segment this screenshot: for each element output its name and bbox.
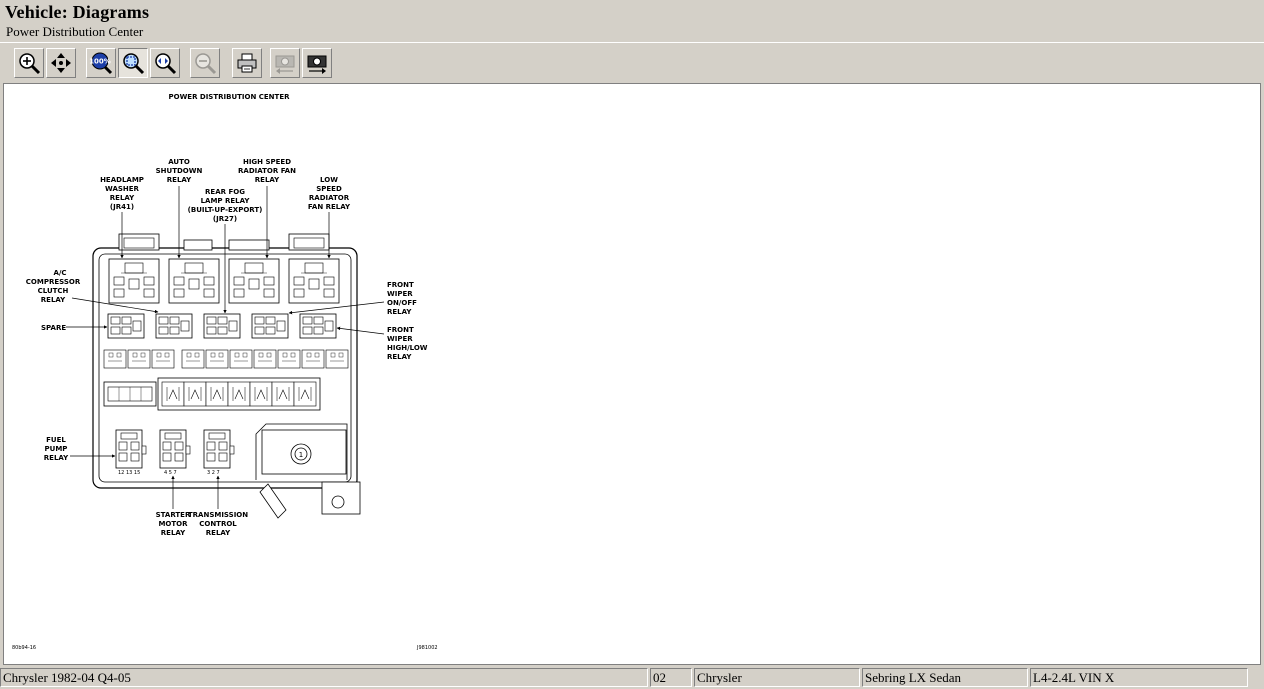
svg-text:FAN RELAY: FAN RELAY [308, 203, 351, 211]
svg-text:CONTROL: CONTROL [199, 520, 237, 528]
label-front-wiper-onoff-relay: FRONT WIPER ON/OFF RELAY [288, 281, 417, 316]
status-model: Sebring LX Sedan [862, 668, 1028, 687]
svg-text:HIGH SPEED: HIGH SPEED [243, 158, 291, 166]
svg-text:SPEED: SPEED [316, 185, 342, 193]
label-fuel-pump-relay: FUEL PUMP RELAY [44, 436, 116, 462]
svg-text:FUEL: FUEL [46, 436, 66, 444]
svg-text:WASHER: WASHER [105, 185, 140, 193]
svg-text:LAMP RELAY: LAMP RELAY [201, 197, 251, 205]
zoom-out-button[interactable] [190, 48, 220, 78]
title-bar: Vehicle: Diagrams Power Distribution Cen… [0, 0, 1264, 42]
svg-text:AUTO: AUTO [168, 158, 190, 166]
status-engine: L4-2.4L VIN X [1030, 668, 1248, 687]
window-subtitle: Power Distribution Center [6, 24, 144, 39]
svg-text:WIPER: WIPER [387, 290, 413, 298]
label-ac-compressor-clutch-relay: A/C COMPRESSOR CLUTCH RELAY [26, 269, 159, 314]
status-year: 02 [650, 668, 692, 687]
zoom-width-button[interactable] [150, 48, 180, 78]
zoom-fit-icon [123, 53, 145, 75]
label-rear-fog-lamp-relay: REAR FOG LAMP RELAY (BUILT-UP-EXPORT) (J… [188, 188, 263, 314]
footnote-right: J981002 [416, 645, 438, 651]
svg-text:RELAY: RELAY [41, 296, 66, 304]
svg-text:PUMP: PUMP [45, 445, 68, 453]
svg-text:LOW: LOW [320, 176, 338, 184]
zoom-width-icon [155, 53, 177, 75]
svg-text:RELAY: RELAY [387, 353, 412, 361]
label-high-speed-radiator-fan-relay: HIGH SPEED RADIATOR FAN RELAY [238, 158, 296, 259]
svg-text:FRONT: FRONT [387, 281, 414, 289]
svg-text:(JR41): (JR41) [110, 203, 134, 211]
svg-text:REAR FOG: REAR FOG [205, 188, 245, 196]
label-low-speed-radiator-fan-relay: LOW SPEED RADIATOR FAN RELAY [308, 176, 351, 259]
label-auto-shutdown-relay: AUTO SHUTDOWN RELAY [156, 158, 203, 259]
svg-text:3 2 7: 3 2 7 [207, 470, 220, 476]
status-bar: Chrysler 1982-04 Q4-05 02 Chrysler Sebri… [0, 667, 1264, 689]
four-way-arrow-icon [51, 53, 71, 73]
svg-text:TRANSMISSION: TRANSMISSION [188, 511, 248, 519]
svg-text:SHUTDOWN: SHUTDOWN [156, 167, 203, 175]
svg-text:RELAY: RELAY [110, 194, 135, 202]
svg-text:(BUILT-UP-EXPORT): (BUILT-UP-EXPORT) [188, 206, 263, 214]
magnifier-plus-icon [19, 53, 41, 75]
svg-text:RELAY: RELAY [206, 529, 231, 537]
svg-text:RADIATOR FAN: RADIATOR FAN [238, 167, 296, 175]
svg-text:RELAY: RELAY [161, 529, 186, 537]
svg-text:RELAY: RELAY [255, 176, 280, 184]
diagram-viewport[interactable]: POWER DISTRIBUTION CENTER [3, 83, 1261, 665]
window-title: Vehicle: Diagrams [5, 2, 150, 22]
camera-forward-icon [307, 55, 327, 74]
svg-text:4 5 7: 4 5 7 [164, 470, 177, 476]
svg-text:CLUTCH: CLUTCH [38, 287, 69, 295]
svg-text:A/C: A/C [53, 269, 66, 277]
svg-text:1: 1 [299, 451, 303, 459]
camera-back-icon [275, 55, 295, 74]
power-distribution-center-diagram: POWER DISTRIBUTION CENTER [12, 93, 438, 651]
svg-text:WIPER: WIPER [387, 335, 413, 343]
svg-text:FRONT: FRONT [387, 326, 414, 334]
svg-text:SPARE: SPARE [41, 324, 66, 332]
footnote-left: 80b94-16 [12, 645, 36, 651]
svg-text:(JR27): (JR27) [213, 215, 237, 223]
status-make: Chrysler [694, 668, 860, 687]
zoom-fit-button[interactable] [118, 48, 148, 78]
svg-text:HIGH/LOW: HIGH/LOW [387, 344, 428, 352]
svg-text:POWER DISTRIBUTION CENTER: POWER DISTRIBUTION CENTER [168, 93, 290, 101]
label-front-wiper-highlow-relay: FRONT WIPER HIGH/LOW RELAY [336, 326, 428, 361]
svg-text:HEADLAMP: HEADLAMP [100, 176, 144, 184]
next-diagram-button[interactable] [302, 48, 332, 78]
previous-diagram-button[interactable] [270, 48, 300, 78]
pan-button[interactable] [46, 48, 76, 78]
magnifier-minus-icon [195, 53, 217, 75]
toolbar: 100% [0, 42, 1264, 83]
zoom-100-button[interactable]: 100% [86, 48, 116, 78]
svg-text:MOTOR: MOTOR [158, 520, 188, 528]
svg-text:RELAY: RELAY [44, 454, 69, 462]
svg-text:100%: 100% [89, 58, 111, 66]
svg-text:COMPRESSOR: COMPRESSOR [26, 278, 81, 286]
svg-text:RELAY: RELAY [167, 176, 192, 184]
svg-text:ON/OFF: ON/OFF [387, 299, 417, 307]
svg-text:RADIATOR: RADIATOR [309, 194, 350, 202]
zoom-100-icon: 100% [89, 52, 113, 75]
svg-text:RELAY: RELAY [387, 308, 412, 316]
svg-text:12 13 15: 12 13 15 [118, 470, 140, 476]
print-button[interactable] [232, 48, 262, 78]
printer-icon [237, 53, 257, 73]
label-transmission-control-relay: TRANSMISSION CONTROL RELAY [188, 475, 248, 537]
zoom-in-button[interactable] [14, 48, 44, 78]
label-headlamp-washer-relay: HEADLAMP WASHER RELAY (JR41) [100, 176, 144, 259]
svg-text:STARTER: STARTER [156, 511, 191, 519]
label-starter-motor-relay: STARTER MOTOR RELAY [156, 475, 191, 537]
label-spare: SPARE [41, 324, 108, 332]
status-publication: Chrysler 1982-04 Q4-05 [0, 668, 648, 687]
